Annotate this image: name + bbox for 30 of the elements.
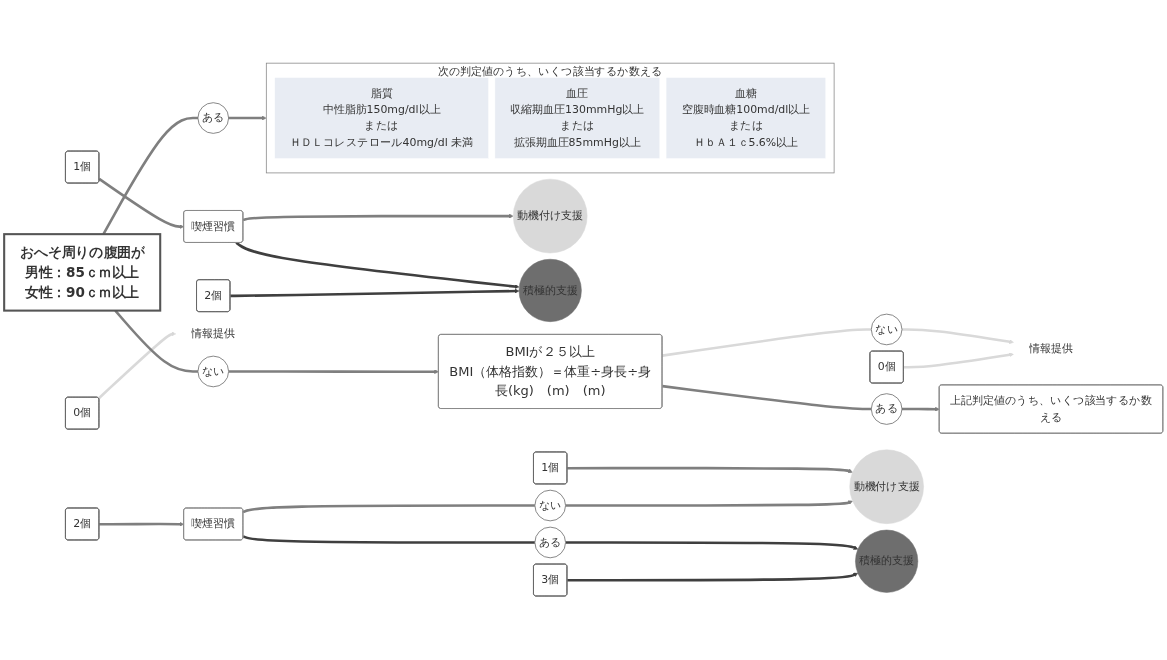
node-circle: 動機付け支援 xyxy=(513,179,588,254)
node-circle: ない xyxy=(534,490,566,522)
arrow xyxy=(99,522,185,527)
arrow xyxy=(242,214,514,222)
node-circle: ある xyxy=(197,102,229,135)
arrow xyxy=(565,500,853,508)
connector xyxy=(662,328,872,358)
arrow xyxy=(98,178,185,230)
node-circle: 動機付け支援 xyxy=(849,449,924,525)
node-circle: ない xyxy=(197,356,229,388)
connector xyxy=(242,504,535,514)
arrow xyxy=(230,289,520,298)
node-text: 情報提供 xyxy=(191,327,236,341)
arrow xyxy=(902,407,940,412)
arrow xyxy=(228,369,439,375)
arrow xyxy=(565,541,859,551)
connector xyxy=(242,535,535,545)
arrow xyxy=(902,328,1014,345)
connector xyxy=(662,385,872,411)
node-circle: ある xyxy=(870,393,903,426)
arrow xyxy=(903,352,1014,369)
arrow xyxy=(235,242,520,290)
node-circle: ある xyxy=(534,527,566,559)
arrow xyxy=(567,573,859,582)
node-box: おへそ周りの腹囲が 男性：85ｃｍ以上 女性：90ｃｍ以上 xyxy=(3,233,162,313)
arrow xyxy=(228,116,267,121)
node-text: 情報提供 xyxy=(1029,342,1073,355)
node-circle: ない xyxy=(870,314,903,346)
arrow xyxy=(97,332,176,400)
arrow xyxy=(567,467,853,474)
